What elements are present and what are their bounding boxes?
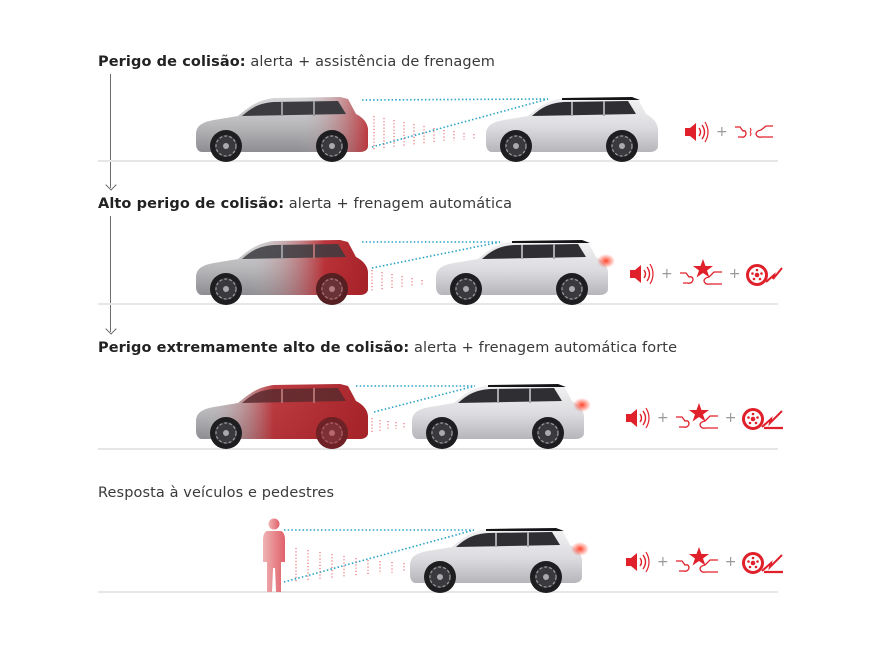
speaker-alert-icon xyxy=(626,407,650,429)
ground-line-1 xyxy=(98,160,778,162)
sensor-beam xyxy=(283,529,475,583)
row-2-title: Alto perigo de colisão: alerta + frenage… xyxy=(98,196,512,212)
row-4-title-text: Resposta à veículos e pedestres xyxy=(98,485,335,501)
row-3-actions: + + xyxy=(625,403,784,433)
radar-waves xyxy=(371,270,423,292)
row-1-title: Perigo de colisão: alerta + assistência … xyxy=(98,54,495,70)
row-2-title-rest: alerta + frenagem automática xyxy=(284,196,513,212)
target-vehicle xyxy=(436,240,615,306)
radar-waves xyxy=(295,548,405,582)
brake-assist-icon xyxy=(734,125,773,138)
row-1-title-bold: Perigo de colisão: xyxy=(98,54,246,70)
ground-line-3 xyxy=(98,448,778,450)
target-vehicle xyxy=(412,384,591,450)
plus-sign: + xyxy=(661,266,673,282)
ego-vehicle xyxy=(196,240,368,306)
target-vehicle xyxy=(410,528,589,594)
brake-light xyxy=(571,542,589,556)
collision-star-icon xyxy=(675,547,718,573)
row-3-title: Perigo extremamente alto de colisão: ale… xyxy=(98,340,677,356)
row-3-title-rest: alerta + frenagem automática forte xyxy=(409,340,678,356)
sensor-beam xyxy=(356,385,476,413)
plus-sign: + xyxy=(716,124,728,140)
strong-brake-wheel-icon xyxy=(742,408,784,430)
speaker-alert-icon xyxy=(685,121,709,143)
collision-star-icon xyxy=(675,403,718,429)
strong-brake-wheel-icon xyxy=(742,552,784,574)
row-3-title-bold: Perigo extremamente alto de colisão: xyxy=(98,340,410,356)
plus-sign: + xyxy=(657,410,669,426)
row-2-title-bold: Alto perigo de colisão: xyxy=(98,196,285,212)
speaker-alert-icon xyxy=(626,551,650,573)
plus-sign: + xyxy=(724,554,737,570)
ego-vehicle xyxy=(196,97,368,163)
plus-sign: + xyxy=(724,410,737,426)
sensor-beam xyxy=(362,241,501,269)
target-vehicle xyxy=(486,97,658,163)
row-1-title-rest: alerta + assistência de frenagem xyxy=(245,54,495,70)
ground-line-2 xyxy=(98,303,778,305)
row-1-scene xyxy=(196,97,658,163)
row-4-title: Resposta à veículos e pedestres xyxy=(98,485,334,501)
brake-light xyxy=(597,254,615,268)
radar-waves xyxy=(371,418,405,432)
row-4-scene xyxy=(263,518,589,594)
pedestrian xyxy=(263,518,285,592)
brake-light xyxy=(573,398,591,412)
plus-sign: + xyxy=(728,266,741,282)
row-2-actions: + + xyxy=(629,259,784,289)
sensor-beam xyxy=(361,98,549,148)
row-4-actions: + + xyxy=(625,547,784,577)
radar-waves xyxy=(373,116,475,150)
progression-arrow-2 xyxy=(110,216,111,332)
row-3-scene xyxy=(196,384,591,450)
collision-star-icon xyxy=(679,259,722,285)
ego-vehicle xyxy=(196,384,368,450)
plus-sign: + xyxy=(657,554,669,570)
auto-brake-wheel-icon xyxy=(746,264,784,286)
row-2-scene xyxy=(196,240,615,306)
speaker-alert-icon xyxy=(630,263,654,285)
row-1-actions: + xyxy=(684,121,774,143)
progression-arrow-1 xyxy=(110,74,111,188)
